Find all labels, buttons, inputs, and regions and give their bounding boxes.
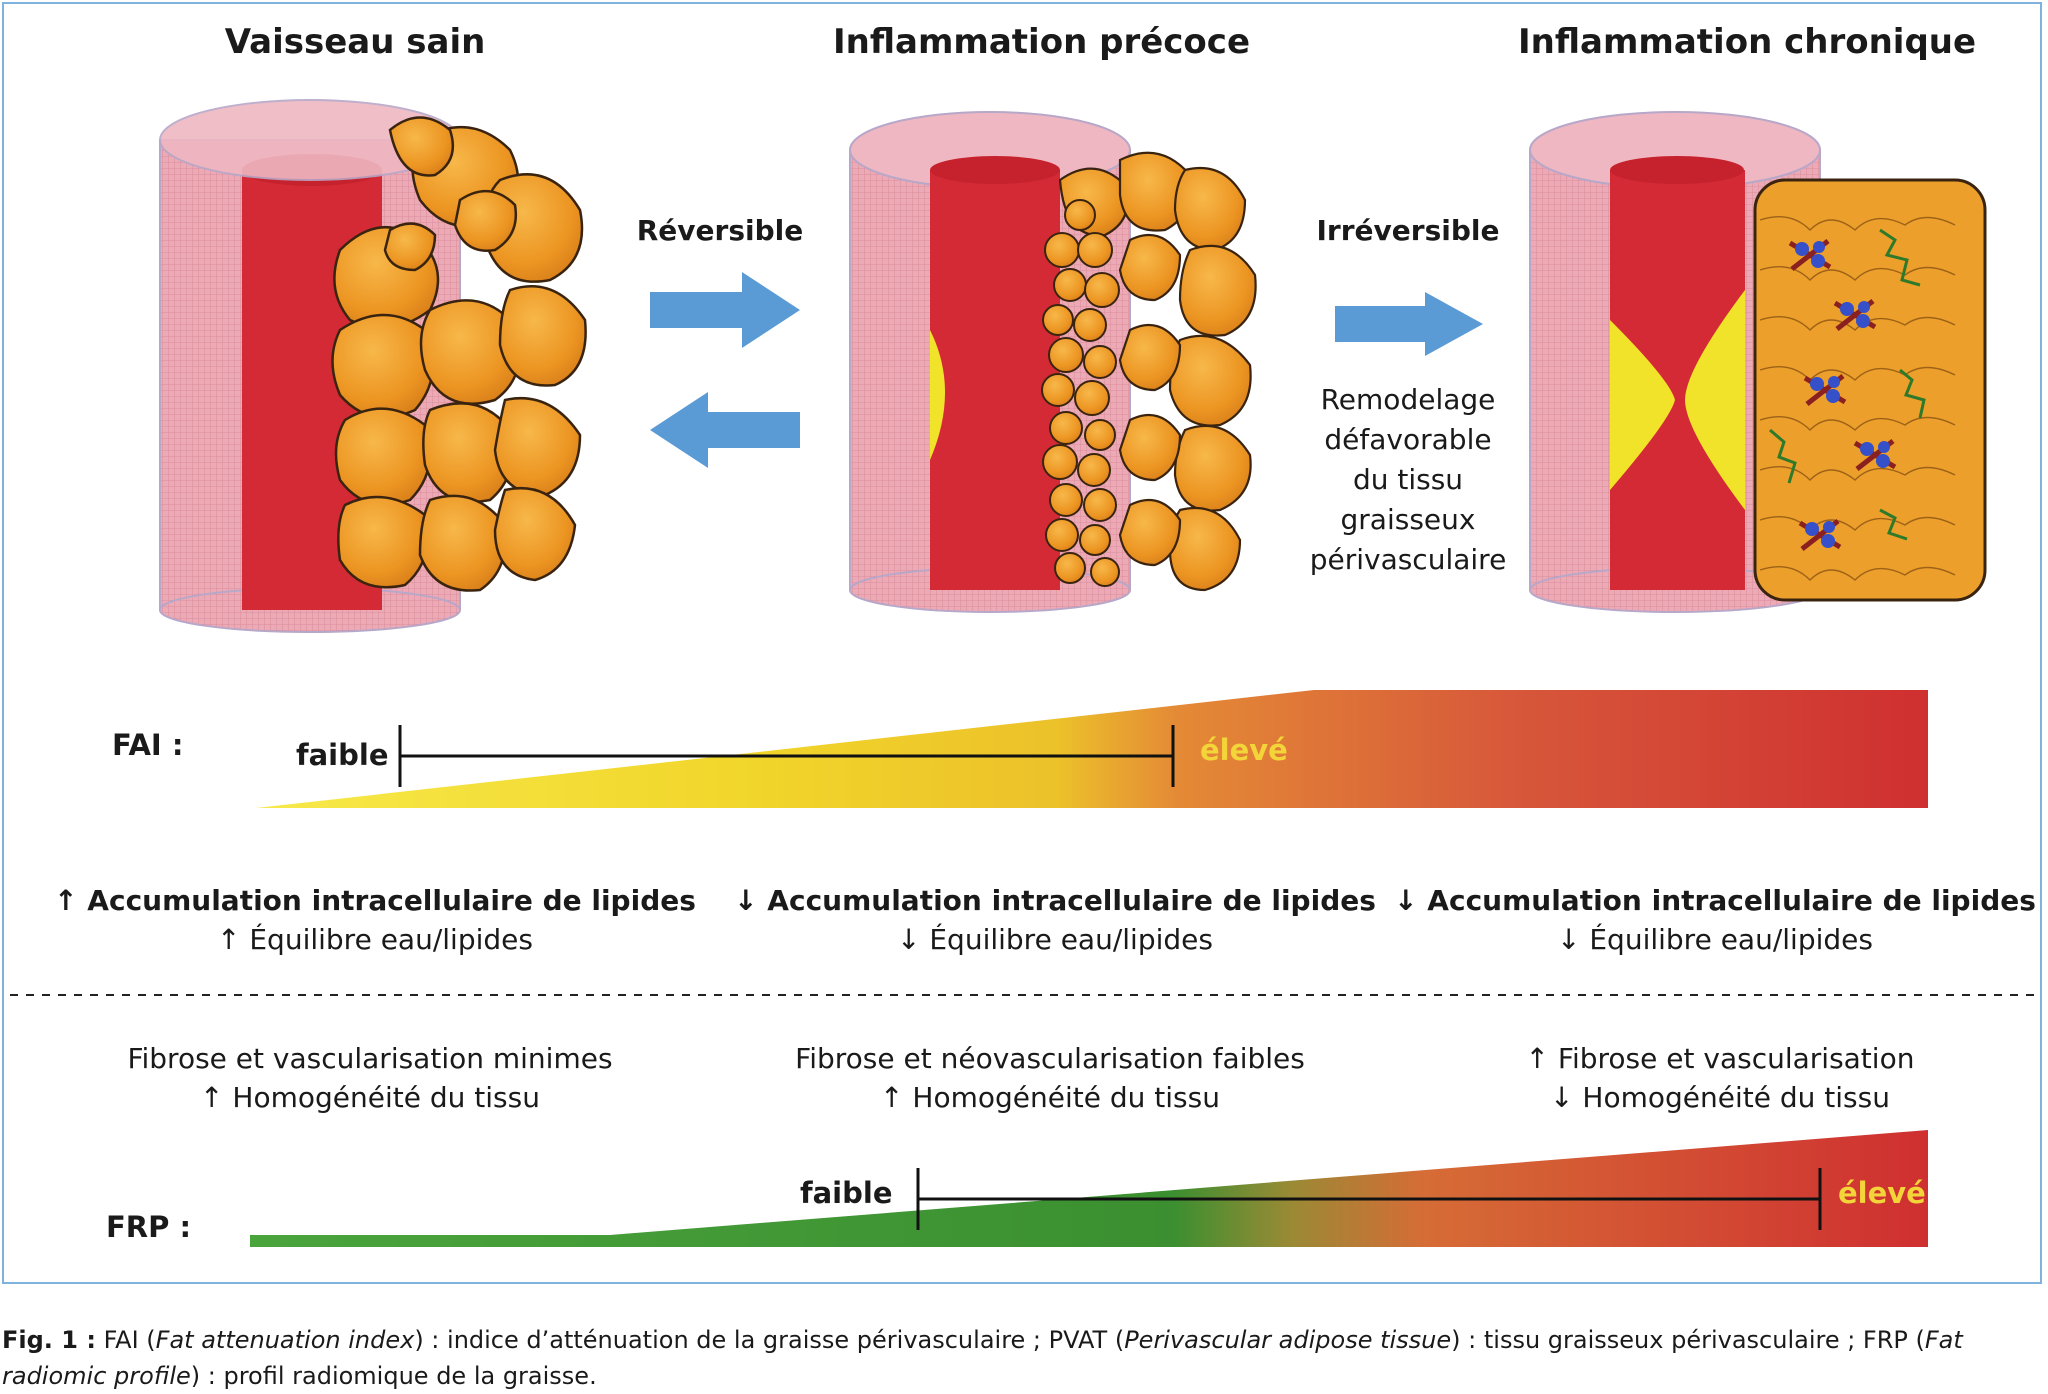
water-lipid-balance: ↓ Équilibre eau/lipides <box>897 923 1213 956</box>
right-arrow-icon <box>650 272 800 348</box>
fai-label: FAI : <box>112 728 184 762</box>
figure-frame <box>2 2 2042 1284</box>
lipid-accumulation: ↓ Accumulation intracellulaire de lipide… <box>1394 884 2036 917</box>
fai-high-label: élevé <box>1200 733 1288 767</box>
stage-title-early: Inflammation précoce <box>833 22 1250 62</box>
fibrosis-col-chronic: ↑ Fibrose et vascularisation ↓ Homogénéi… <box>1430 1042 2010 1114</box>
left-arrow-icon <box>650 392 800 468</box>
caption-text: ) : tissu graisseux périvasculaire ; FRP… <box>1451 1326 1925 1354</box>
remodel-line: périvasculaire <box>1309 543 1507 576</box>
fat-tissue-chronic <box>1753 178 1987 602</box>
lipid-accumulation: ↓ Accumulation intracellulaire de lipide… <box>734 884 1376 917</box>
plaque-chronic-right <box>1685 290 1745 510</box>
right-arrow-icon <box>1335 292 1483 356</box>
vessel-early <box>849 111 1257 613</box>
remodel-line: graisseux <box>1340 503 1476 536</box>
homogeneity-text: ↓ Homogénéité du tissu <box>1550 1081 1890 1114</box>
caption-term: Fat attenuation index <box>155 1326 415 1354</box>
frp-range-bracket <box>916 1168 1822 1230</box>
caption-text: FAI ( <box>95 1326 156 1354</box>
water-lipid-balance: ↑ Équilibre eau/lipides <box>217 923 533 956</box>
remodel-line: du tissu <box>1352 463 1464 496</box>
frp-low-label: faible <box>800 1176 893 1210</box>
fibrosis-col-early: Fibrose et néovascularisation faibles ↑ … <box>740 1042 1360 1114</box>
caption-text: ) : indice d’atténuation de la graisse p… <box>414 1326 1125 1354</box>
vessel-chronic <box>1529 111 1987 613</box>
stage-title-healthy: Vaisseau sain <box>224 22 486 62</box>
fat-cell-outlines-chronic <box>1759 216 1956 581</box>
fibrosis-col-healthy: Fibrose et vascularisation minimes ↑ Hom… <box>60 1042 680 1114</box>
lipid-col-early: ↓ Accumulation intracellulaire de lipide… <box>720 884 1390 956</box>
water-lipid-balance: ↓ Équilibre eau/lipides <box>1557 923 1873 956</box>
fibrosis-text: Fibrose et vascularisation minimes <box>127 1042 613 1075</box>
plaque-early <box>930 330 945 460</box>
plaque-chronic-left <box>1610 320 1675 490</box>
homogeneity-text: ↑ Homogénéité du tissu <box>880 1081 1220 1114</box>
fai-range-bracket <box>398 725 1175 787</box>
reversible-label: Réversible <box>636 214 804 247</box>
lipid-col-chronic: ↓ Accumulation intracellulaire de lipide… <box>1390 884 2040 956</box>
homogeneity-text: ↑ Homogénéité du tissu <box>200 1081 540 1114</box>
caption-term: Fat radiomic profile <box>2 1326 1963 1390</box>
frp-high-label: élevé <box>1838 1176 1926 1210</box>
small-fat-cells-early <box>1041 199 1120 587</box>
remodel-line: défavorable <box>1324 423 1492 456</box>
fibrosis-text: ↑ Fibrose et vascularisation <box>1525 1042 1915 1075</box>
figure-caption: Fig. 1 : FAI (Fat attenuation index) : i… <box>2 1322 2046 1394</box>
remodel-text: Remodelage défavorable du tissu graisseu… <box>1288 380 1528 580</box>
fat-tissue-healthy <box>331 116 587 592</box>
fai-gradient-bar <box>256 690 1928 808</box>
fibrosis-green-chronic <box>1769 228 1926 541</box>
remodel-line: Remodelage <box>1320 383 1496 416</box>
frp-gradient-bar <box>250 1130 1928 1247</box>
lipid-accumulation: ↑ Accumulation intracellulaire de lipide… <box>54 884 696 917</box>
immune-cells-chronic <box>1788 239 1897 551</box>
stage-title-chronic: Inflammation chronique <box>1518 22 1977 62</box>
lipid-col-healthy: ↑ Accumulation intracellulaire de lipide… <box>40 884 710 956</box>
caption-fig-number: Fig. 1 : <box>2 1326 96 1354</box>
caption-text: ) : profil radiomique de la graisse. <box>190 1362 597 1390</box>
fai-low-label: faible <box>296 738 389 772</box>
fat-tissue-early <box>1058 151 1257 592</box>
irreversible-label: Irréversible <box>1316 214 1500 247</box>
vessel-healthy <box>159 99 587 633</box>
fibrosis-text: Fibrose et néovascularisation faibles <box>795 1042 1305 1075</box>
caption-term: Perivascular adipose tissue <box>1124 1326 1452 1354</box>
frp-label: FRP : <box>106 1210 192 1244</box>
